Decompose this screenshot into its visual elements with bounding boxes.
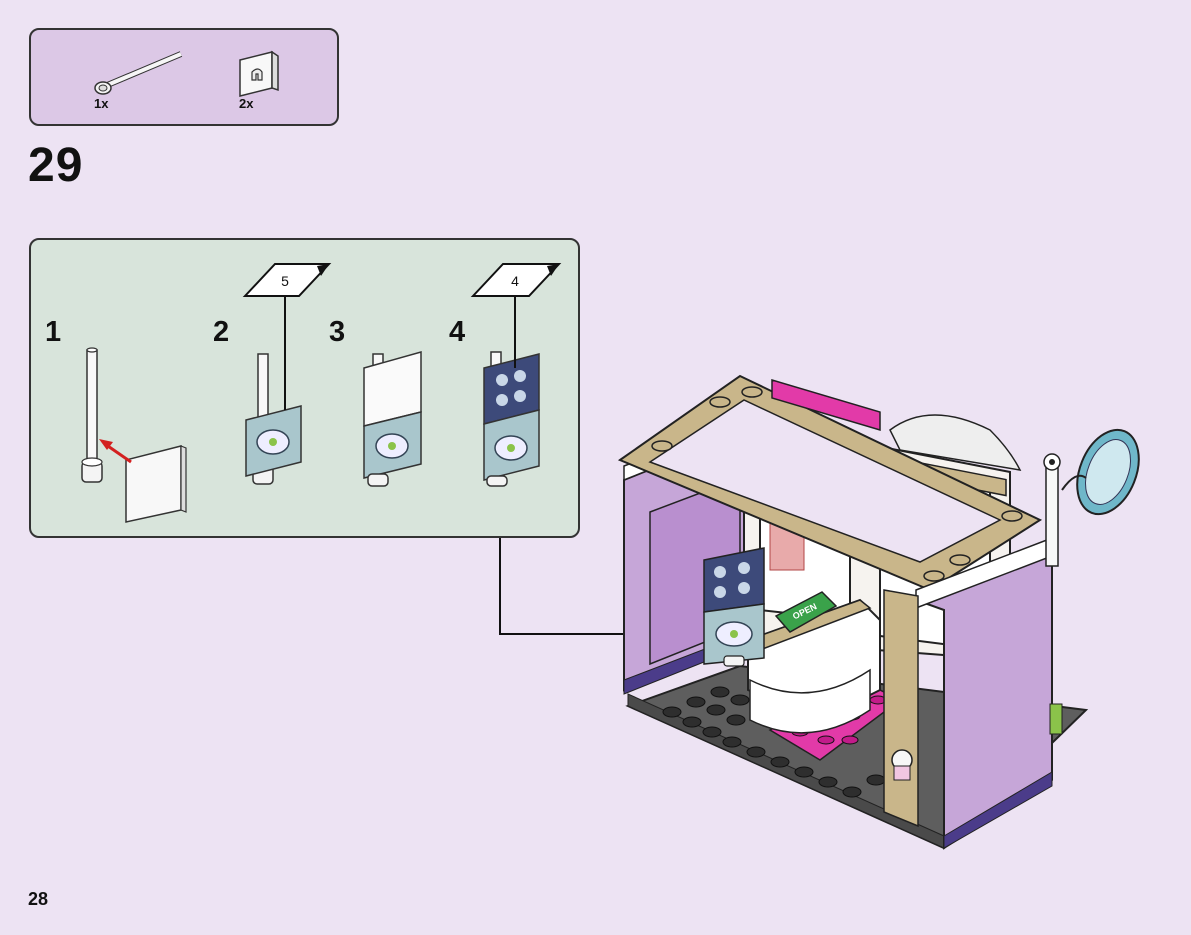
substep-3-assembly xyxy=(363,351,422,487)
substep-illustrations: 5 4 xyxy=(81,263,562,523)
red-arrow-icon xyxy=(99,439,132,464)
substep-callout-box: 1 2 3 4 xyxy=(29,238,580,538)
substep-1-bar xyxy=(81,347,103,483)
installed-sign-panels xyxy=(703,547,765,667)
page-number: 28 xyxy=(28,889,49,909)
sticker-callout-5: 5 xyxy=(242,263,332,297)
substep-number-1: 1 xyxy=(45,316,62,348)
sticker-label-5: 5 xyxy=(281,273,289,289)
bar-part-icon xyxy=(94,51,183,95)
substep-2-panel xyxy=(245,405,302,477)
substep-number-4: 4 xyxy=(449,316,466,348)
sticker-callout-4: 4 xyxy=(470,263,562,297)
substep-number-2: 2 xyxy=(213,316,230,348)
panel-part-icon xyxy=(239,50,279,97)
substep-1-panel xyxy=(125,445,187,523)
step-number: 29 xyxy=(28,139,84,192)
sticker-label-4: 4 xyxy=(511,273,519,289)
shop-sign-post xyxy=(1043,428,1140,567)
substep-4-assembly xyxy=(483,351,540,487)
parts-list-box: 1x 2x xyxy=(29,28,339,126)
part-qty-panel: 2x xyxy=(239,96,254,111)
substep-number-3: 3 xyxy=(329,316,346,348)
part-qty-bar: 1x xyxy=(94,96,109,111)
